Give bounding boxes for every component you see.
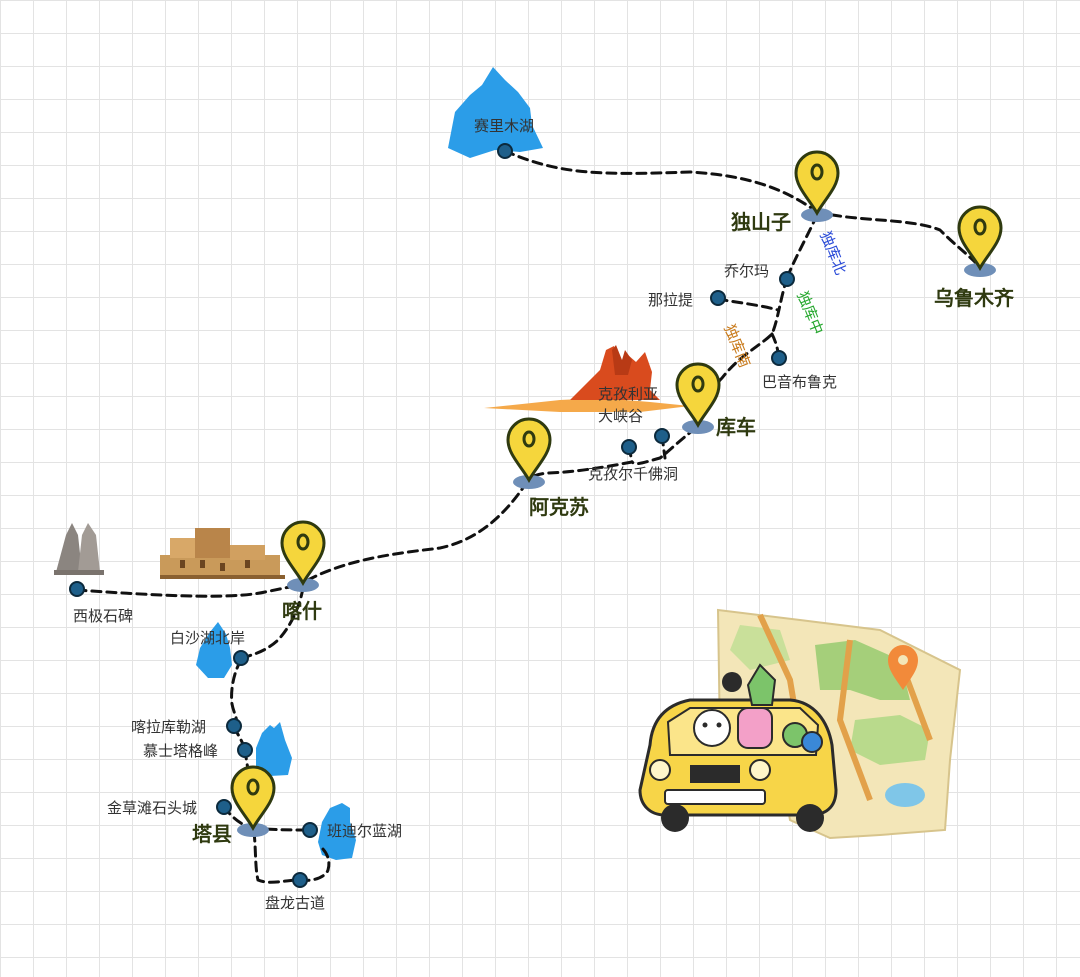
- label-kizil-canyon-line2: 大峡谷: [598, 407, 643, 425]
- label-kizil-caves: 克孜尔千佛洞: [588, 465, 678, 483]
- label-jincaotan: 金草滩石头城: [107, 799, 197, 817]
- dot-xiji[interactable]: [69, 581, 85, 597]
- label-xiji: 西极石碑: [73, 607, 133, 625]
- label-bayinbuluke: 巴音布鲁克: [762, 373, 837, 391]
- dot-jincaotan[interactable]: [216, 799, 232, 815]
- label-kizil-canyon-line1: 克孜利亚: [598, 385, 658, 403]
- label-road-north: 独库北: [816, 229, 850, 277]
- dot-nalati[interactable]: [710, 290, 726, 306]
- label-aksu: 阿克苏: [529, 495, 589, 519]
- dot-bayinbuluke[interactable]: [771, 350, 787, 366]
- dot-qiaoerma[interactable]: [779, 271, 795, 287]
- pin-kuqa[interactable]: [675, 362, 721, 436]
- car-map-illustration: [638, 608, 962, 840]
- label-dushanzi: 独山子: [731, 210, 791, 234]
- baisha-lake-icon: [196, 622, 232, 678]
- label-panlong: 盘龙古道: [265, 894, 325, 912]
- dot-kizil-canyon[interactable]: [654, 428, 670, 444]
- label-road-south: 独库南: [720, 322, 754, 370]
- dot-baisha[interactable]: [233, 650, 249, 666]
- dot-bandier[interactable]: [302, 822, 318, 838]
- dot-sayram[interactable]: [497, 143, 513, 159]
- dot-karakul[interactable]: [226, 718, 242, 734]
- label-karakul: 喀拉库勒湖: [131, 718, 206, 736]
- xiji-stele-icon: [54, 523, 104, 575]
- dot-kizil-caves[interactable]: [621, 439, 637, 455]
- label-taxian: 塔县: [192, 822, 232, 846]
- label-qiaoerma: 乔尔玛: [724, 262, 769, 280]
- sayram-lake-icon: [448, 67, 543, 158]
- pin-aksu[interactable]: [506, 417, 552, 491]
- kashgar-old-town-icon: [160, 528, 285, 579]
- pin-dushanzi[interactable]: [794, 150, 840, 224]
- label-kashgar: 喀什: [282, 599, 322, 623]
- pin-urumqi[interactable]: [957, 205, 1003, 279]
- label-baisha: 白沙湖北岸: [170, 629, 245, 647]
- label-muztagh: 慕士塔格峰: [143, 742, 218, 760]
- label-nalati: 那拉提: [648, 291, 693, 309]
- muztagh-peak-icon: [256, 722, 292, 776]
- label-sayram: 赛里木湖: [474, 117, 534, 135]
- label-kuqa: 库车: [716, 415, 756, 439]
- dot-panlong[interactable]: [292, 872, 308, 888]
- pin-taxian[interactable]: [230, 765, 276, 839]
- canyon-icon: [484, 345, 690, 412]
- pin-kashgar[interactable]: [280, 520, 326, 594]
- label-urumqi: 乌鲁木齐: [934, 286, 1015, 310]
- dot-muztagh[interactable]: [237, 742, 253, 758]
- bandier-lake-icon: [318, 803, 356, 860]
- label-bandier: 班迪尔蓝湖: [327, 822, 402, 840]
- label-road-middle: 独库中: [793, 289, 827, 337]
